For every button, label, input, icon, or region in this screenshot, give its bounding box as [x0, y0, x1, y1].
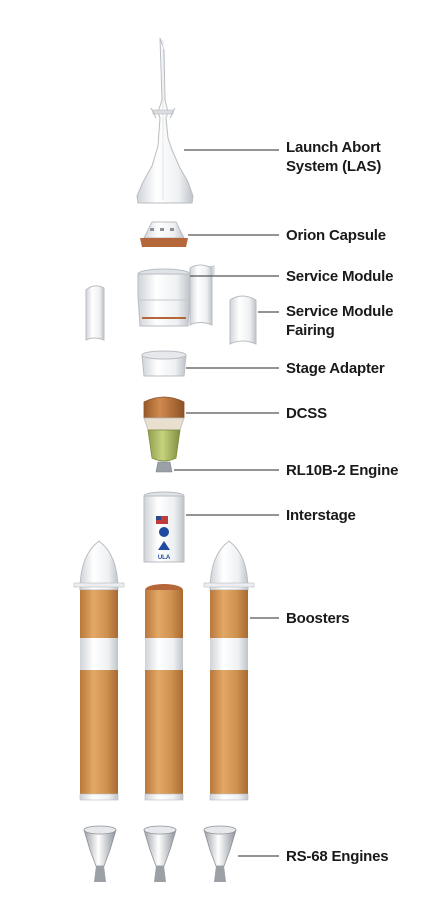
label-service-module: Service Module — [286, 268, 394, 285]
dcss-part — [143, 396, 185, 473]
label-boosters: Boosters — [286, 610, 350, 627]
leader-lines — [174, 149, 279, 857]
booster-center — [144, 584, 184, 801]
label-launch-abort-system: Launch Abort System (LAS) — [286, 138, 381, 176]
label-fairing-line2: Fairing — [286, 322, 335, 339]
rs68-engine-center — [143, 825, 177, 882]
label-las-line1: Launch Abort — [286, 139, 381, 156]
label-fairing-line1: Service Module — [286, 303, 394, 320]
interstage-part: ULA — [143, 491, 185, 563]
label-orion-capsule: Orion Capsule — [286, 227, 386, 244]
label-rs68-engines: RS-68 Engines — [286, 848, 389, 865]
label-dcss: DCSS — [286, 405, 327, 422]
label-service-module-fairing: Service Module Fairing — [286, 302, 393, 340]
rs68-engine-left — [83, 825, 117, 882]
rs68-engine-right — [203, 825, 237, 882]
orion-capsule-part — [140, 221, 188, 247]
label-rl10b2-engine: RL10B-2 Engine — [286, 462, 399, 479]
label-las-line2: System (LAS) — [286, 158, 382, 175]
label-stage-adapter: Stage Adapter — [286, 360, 385, 377]
stage-adapter-part — [141, 350, 187, 377]
booster-left — [73, 540, 125, 801]
service-module-fairing-part — [85, 264, 257, 345]
label-interstage: Interstage — [286, 507, 356, 524]
interstage-logo-text: ULA — [158, 555, 171, 561]
launch-abort-system-part — [136, 37, 194, 204]
booster-right — [203, 540, 255, 801]
